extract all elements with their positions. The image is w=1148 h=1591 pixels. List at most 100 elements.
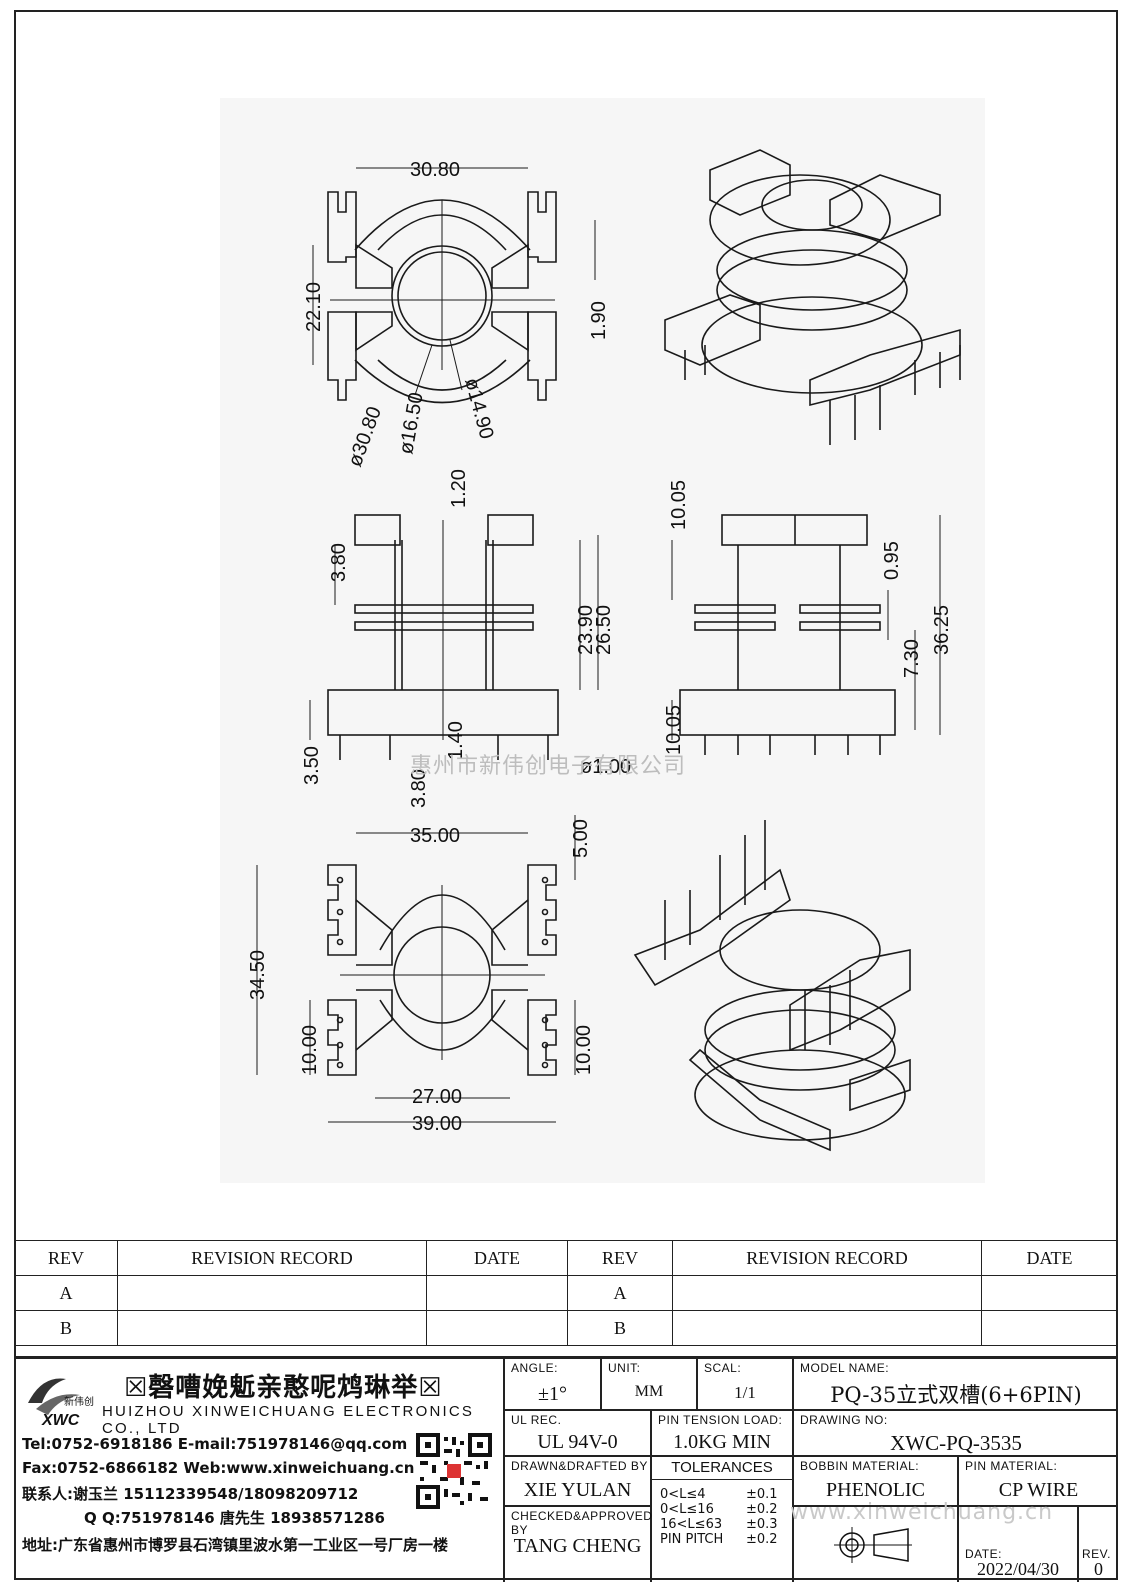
- dim-front-h-inner: 23.90: [575, 605, 597, 655]
- dim-bottom-pitch-right: 10.00: [573, 1025, 595, 1075]
- dim-front-pin-len: 3.50: [301, 746, 323, 785]
- svg-text:XWC: XWC: [41, 1412, 80, 1429]
- dim-side-bottom: 10.05: [663, 705, 685, 755]
- table-row: B B: [14, 1310, 1118, 1346]
- cell-drawing-no: DRAWING NO: XWC-PQ-3535: [793, 1410, 1118, 1456]
- contact-address: 地址:广东省惠州市博罗县石湾镇里波水第一工业区一号厂房一楼: [22, 1536, 449, 1554]
- drawn-value: XIE YULAN: [523, 1479, 632, 1501]
- projection-symbol-icon: [834, 1527, 912, 1563]
- rev-header: REVISION RECORD: [672, 1240, 982, 1276]
- cell-unit: UNIT: MM: [601, 1358, 697, 1410]
- rev-cell: B: [567, 1310, 673, 1346]
- rev-header: DATE: [426, 1240, 568, 1276]
- dim-bottom-height: 34.50: [247, 950, 269, 1000]
- company-area: 新伟创 XWC ☒磬嘈娩鬿亲憨呢鸩琳举☒ HUIZHOU XINWEICHUAN…: [14, 1358, 504, 1582]
- rev-cell: [672, 1275, 982, 1311]
- dim-top-slot: 1.90: [588, 301, 610, 340]
- dim-top-d-mid: ø16.50: [395, 391, 427, 456]
- cell-projection: [793, 1506, 958, 1582]
- rev-cell: [672, 1310, 982, 1346]
- model-value: PQ-35立式双槽(6+6PIN): [830, 1383, 1082, 1407]
- ul-value: UL 94V-0: [537, 1431, 618, 1453]
- dim-side-total: 36.25: [931, 605, 953, 655]
- dim-bottom-outer: 39.00: [412, 1113, 462, 1135]
- iso-view-bottom: [633, 820, 911, 1152]
- pin-material-value: CP WIRE: [998, 1479, 1079, 1501]
- scale-value: 1/1: [734, 1383, 756, 1402]
- cell-rev: REV. 0: [1078, 1506, 1118, 1582]
- technical-drawing: 30.80 22.10 1.90 ø30.80 ø16.50 ø14.90 1.…: [220, 98, 985, 1183]
- dim-front-pin-d: ø1.00: [580, 756, 631, 778]
- rev-header: REV: [567, 1240, 673, 1276]
- rev-cell: [426, 1310, 568, 1346]
- company-name-cn: ☒磬嘈娩鬿亲憨呢鸩琳举☒: [124, 1373, 443, 1403]
- rev-cell: [981, 1275, 1118, 1311]
- company-logo: 新伟创 XWC: [28, 1378, 94, 1429]
- angle-value: ±1°: [538, 1383, 567, 1405]
- contact-person: 联系人:谢玉兰 15112339548/18098209712: [22, 1485, 359, 1503]
- rev-cell: [426, 1275, 568, 1311]
- rev-header: REV: [14, 1240, 118, 1276]
- unit-value: MM: [634, 1383, 664, 1400]
- dim-top-height: 22.10: [303, 282, 325, 332]
- cell-model: MODEL NAME: PQ-35立式双槽(6+6PIN): [793, 1358, 1118, 1410]
- date-value: 2022/04/30: [976, 1559, 1059, 1579]
- cell-drawn: DRAWN&DRAFTED BY XIE YULAN: [504, 1456, 651, 1506]
- front-view: [309, 514, 599, 760]
- dim-top-d-inner: ø14.90: [460, 376, 497, 442]
- dim-bottom-pitch-left: 10.00: [299, 1025, 321, 1075]
- cell-tension: PIN TENSION LOAD: 1.0KG MIN: [651, 1410, 793, 1456]
- rev-cell: B: [14, 1310, 118, 1346]
- cell-pin-material: PIN MATERIAL: CP WIRE: [958, 1456, 1118, 1506]
- rev-header: DATE: [981, 1240, 1118, 1276]
- tolerance-list: 0<L≤4±0.1 0<L≤16±0.2 16<L≤63±0.3 PIN PIT…: [660, 1487, 778, 1547]
- rev-header: REVISION RECORD: [117, 1240, 427, 1276]
- tension-value: 1.0KG MIN: [673, 1431, 771, 1453]
- dim-top-d-outer: ø30.80: [344, 404, 386, 470]
- dim-front-pin-off: 3.80: [408, 769, 430, 808]
- cell-ul: UL REC. UL 94V-0: [504, 1410, 651, 1456]
- bottom-view: [256, 815, 576, 1123]
- dim-bottom-pin-edge: 5.00: [570, 819, 592, 858]
- dim-front-flange: 3.80: [328, 543, 350, 582]
- rev-cell: [117, 1275, 427, 1311]
- dim-front-top: 1.20: [448, 469, 470, 508]
- checked-value: TANG CHENG: [513, 1535, 642, 1557]
- cell-angle: ANGLE: ±1°: [504, 1358, 601, 1410]
- table-row: A A: [14, 1275, 1118, 1311]
- watermark-company: 惠州市新伟创电子有限公司: [410, 754, 687, 779]
- company-name-en: HUIZHOU XINWEICHUANG ELECTRONICS CO., LT…: [102, 1403, 475, 1437]
- cell-scale: SCAL: 1/1: [697, 1358, 793, 1410]
- watermark-website: www.xinweichuang.cn: [790, 1500, 1054, 1525]
- dim-bottom-inner: 27.00: [412, 1086, 462, 1108]
- revision-table: REV REVISION RECORD DATE REV REVISION RE…: [14, 1240, 1118, 1346]
- title-block: 新伟创 XWC ☒磬嘈娩鬿亲憨呢鸩琳举☒ HUIZHOU XINWEICHUAN…: [14, 1356, 1118, 1582]
- rev-cell: [981, 1310, 1118, 1346]
- top-view: [312, 167, 596, 404]
- rev-value: 0: [1094, 1559, 1103, 1579]
- dim-side-top: 10.05: [668, 480, 690, 530]
- cell-date: DATE: 2022/04/30: [958, 1506, 1078, 1582]
- side-view: [671, 514, 941, 755]
- bobbin-value: PHENOLIC: [826, 1479, 925, 1501]
- drawing-no-value: XWC-PQ-3535: [890, 1431, 1022, 1455]
- qr-code-icon: [416, 1433, 492, 1509]
- dim-front-h-outer: 26.50: [593, 605, 615, 655]
- rev-cell: A: [14, 1275, 118, 1311]
- dim-side-gap: 0.95: [881, 541, 903, 580]
- cell-bobbin: BOBBIN MATERIAL: PHENOLIC: [793, 1456, 958, 1506]
- rev-cell: A: [567, 1275, 673, 1311]
- dim-side-slot: 7.30: [901, 639, 923, 678]
- iso-view-top: [664, 149, 961, 445]
- dim-front-base: 1.40: [445, 721, 467, 760]
- drawing-frame: [14, 10, 1118, 1580]
- contact-qq: Q Q:751978146 唐先生 18938571286: [84, 1509, 385, 1527]
- rev-cell: [117, 1310, 427, 1346]
- cell-checked: CHECKED&APPROVED BY TANG CHENG: [504, 1506, 652, 1582]
- contact-tel: Tel:0752-6918186 E-mail:751978146@qq.com: [22, 1435, 408, 1453]
- svg-text:新伟创: 新伟创: [64, 1395, 94, 1408]
- contact-fax: Fax:0752-6866182 Web:www.xinweichuang.cn: [22, 1459, 415, 1477]
- cell-tolerances: TOLERANCES 0<L≤4±0.1 0<L≤16±0.2 16<L≤63±…: [651, 1456, 793, 1582]
- dim-top-width: 30.80: [410, 159, 460, 181]
- dim-bottom-width: 35.00: [410, 825, 460, 847]
